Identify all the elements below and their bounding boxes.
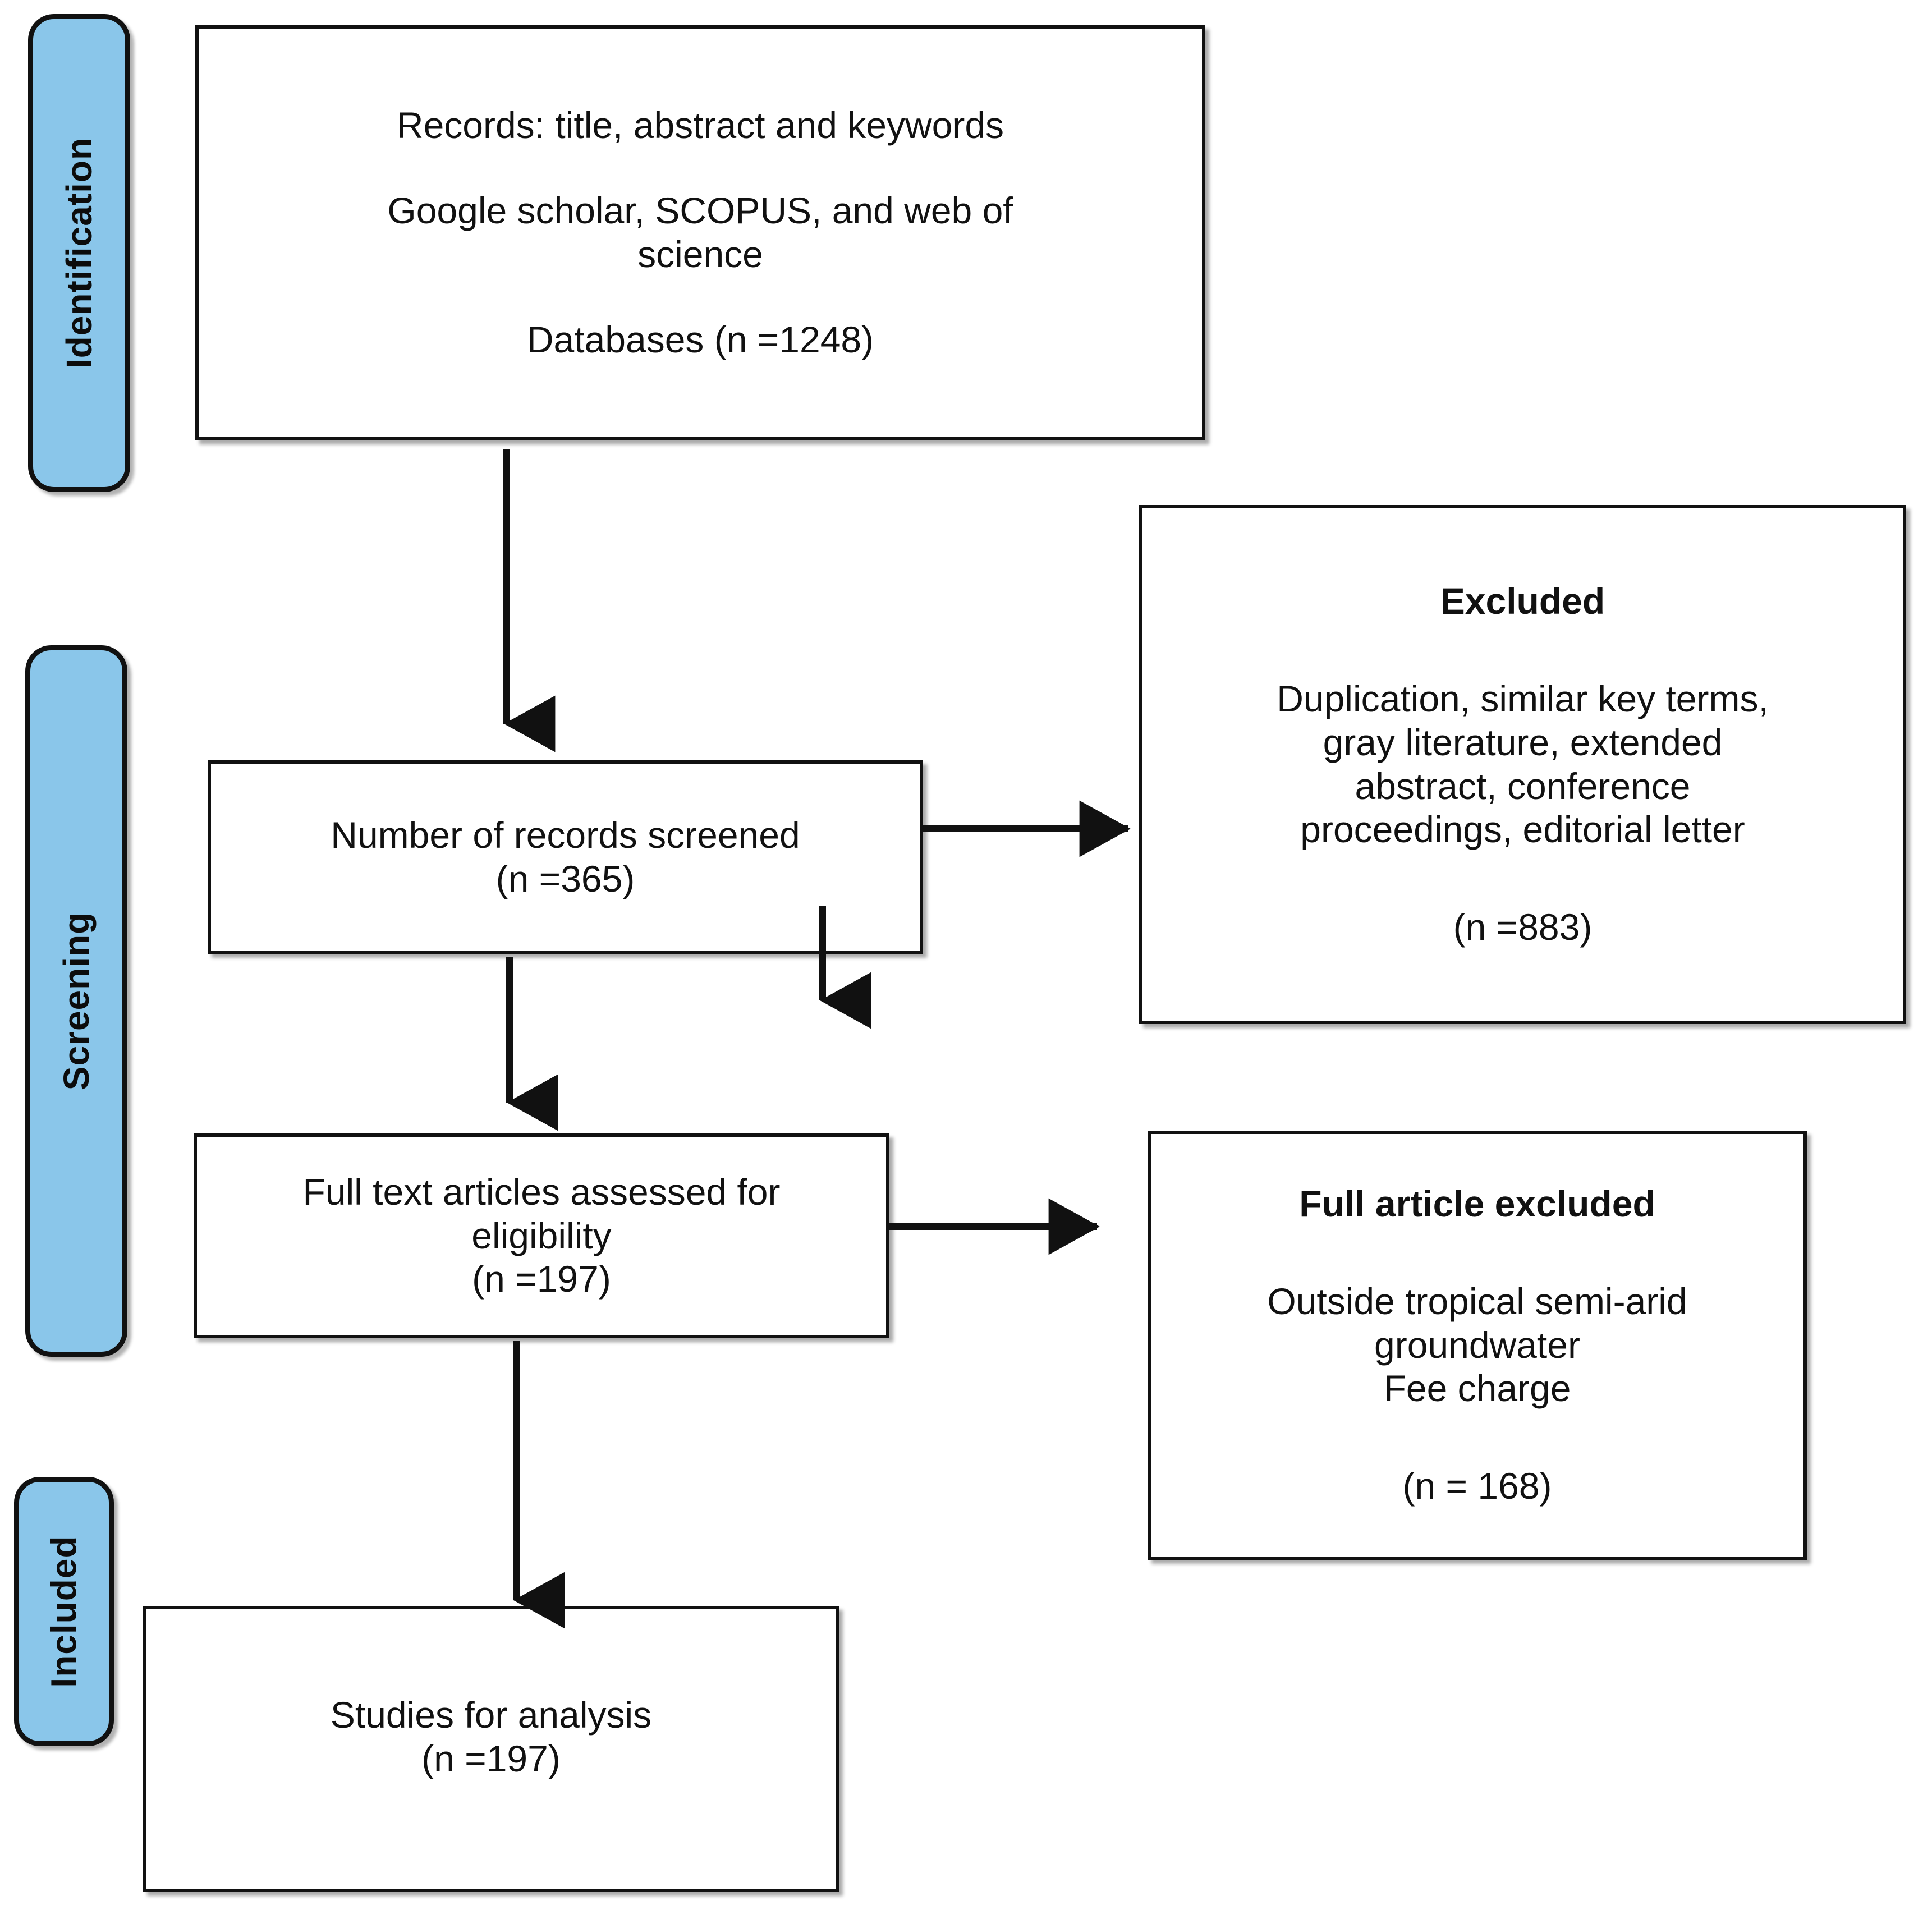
box-studies-count: (n =197) bbox=[421, 1737, 561, 1779]
box-excluded-reasons: Duplication, similar key terms, gray lit… bbox=[1277, 677, 1769, 851]
box-full-article-excluded[interactable]: Full article excluded Outside tropical s… bbox=[1148, 1131, 1807, 1560]
box-full-excluded-reasons: Outside tropical semi-arid groundwater F… bbox=[1267, 1280, 1687, 1410]
box-studies-line1: Studies for analysis bbox=[330, 1694, 652, 1736]
box-records-identified[interactable]: Records: title, abstract and keywords Go… bbox=[195, 25, 1205, 440]
stage-tab-included[interactable]: Included bbox=[14, 1477, 114, 1746]
stage-tab-screening-label: Screening bbox=[56, 911, 97, 1091]
box-screened-count: (n =365) bbox=[495, 857, 635, 899]
box-fulltext-assessed[interactable]: Full text articles assessed for eligibil… bbox=[194, 1133, 889, 1338]
box-full-excluded-count: (n = 168) bbox=[1402, 1465, 1552, 1507]
box-excluded-heading: Excluded bbox=[1440, 580, 1605, 622]
box-full-excluded-heading: Full article excluded bbox=[1299, 1182, 1655, 1224]
stage-tab-identification-label: Identification bbox=[59, 137, 99, 369]
box-screened-line1: Number of records screened bbox=[331, 814, 800, 856]
box-records-line1: Records: title, abstract and keywords bbox=[396, 104, 1004, 146]
stage-tab-identification[interactable]: Identification bbox=[28, 14, 130, 492]
stage-tab-included-label: Included bbox=[44, 1535, 84, 1688]
box-studies-for-analysis[interactable]: Studies for analysis (n =197) bbox=[143, 1606, 839, 1892]
box-records-screened[interactable]: Number of records screened (n =365) bbox=[208, 760, 923, 954]
box-excluded-count: (n =883) bbox=[1453, 906, 1593, 948]
box-fulltext-count: (n =197) bbox=[472, 1258, 611, 1300]
box-fulltext-line1: Full text articles assessed for eligibil… bbox=[302, 1170, 781, 1256]
stage-tab-screening[interactable]: Screening bbox=[25, 645, 127, 1357]
box-excluded[interactable]: Excluded Duplication, similar key terms,… bbox=[1139, 505, 1906, 1024]
box-records-line2: Google scholar, SCOPUS, and web of scien… bbox=[387, 190, 1013, 275]
box-records-count: Databases (n =1248) bbox=[526, 318, 874, 360]
